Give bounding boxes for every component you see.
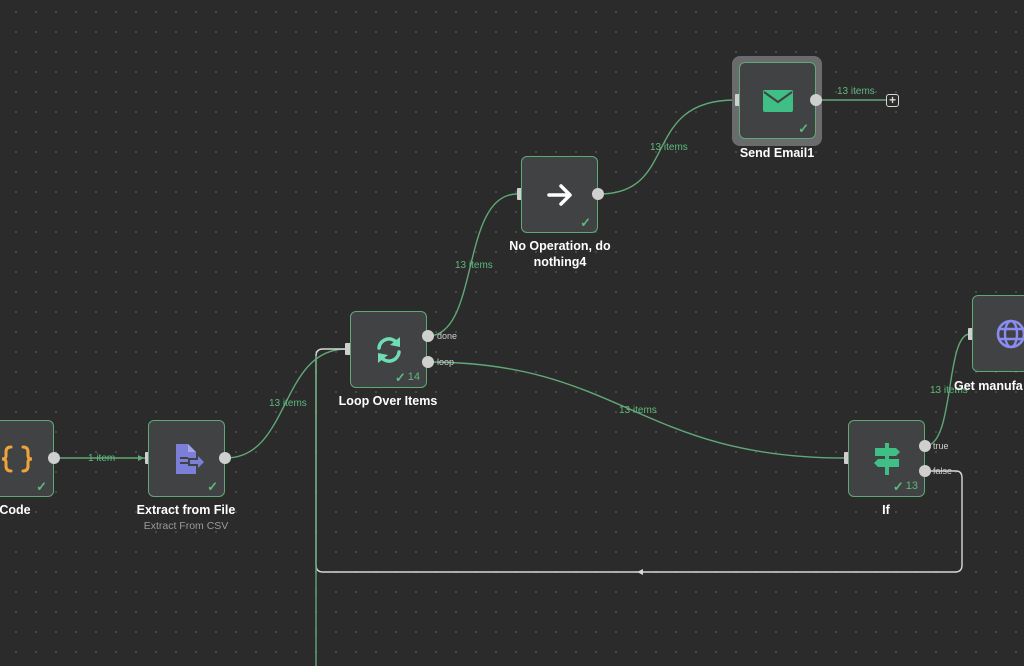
edge-arrowhead: [138, 455, 144, 461]
run-count-badge: ✓13: [892, 479, 918, 494]
success-check-icon: ✓: [798, 121, 809, 136]
edge-label: 13 items: [837, 86, 875, 97]
plus-icon[interactable]: +: [886, 94, 899, 107]
node-extract-title: Extract from File: [136, 503, 236, 517]
output-port[interactable]: [219, 452, 231, 464]
title-line: nothing4: [533, 255, 587, 269]
node-get-manufacturer[interactable]: ✓: [972, 295, 1024, 372]
success-check-icon: ✓: [36, 479, 47, 494]
node-code-title: Code: [0, 503, 31, 517]
output-port-true[interactable]: [919, 440, 931, 452]
node-loop-title: Loop Over Items: [338, 394, 438, 408]
run-count-badge: ✓14: [394, 370, 420, 385]
edge-if-http[interactable]: [924, 333, 971, 447]
edge-loop-noop[interactable]: [427, 193, 518, 337]
port-label-loop: loop: [437, 357, 455, 367]
edge-label: 13 items: [455, 260, 493, 271]
edge-loop-if[interactable]: [427, 361, 846, 459]
edge-noop-email[interactable]: [598, 99, 736, 195]
title-line: No Operation, do: [509, 239, 611, 253]
node-email-title: Send Email1: [739, 146, 815, 160]
input-port[interactable]: [968, 328, 974, 340]
node-send-email[interactable]: ✓: [739, 62, 816, 139]
port-label-true: true: [933, 441, 949, 451]
input-port[interactable]: [517, 188, 523, 200]
edge-label: 13 items: [619, 405, 657, 416]
port-label-done: done: [437, 331, 458, 341]
port-label-false: false: [933, 466, 953, 476]
node-http-title: Get manufa: [954, 379, 1023, 393]
node-if[interactable]: ✓13: [848, 420, 925, 497]
file-export-icon: [175, 443, 204, 474]
refresh-loop-icon: [376, 336, 401, 363]
success-check-icon: ✓: [892, 479, 904, 494]
output-port-loop[interactable]: [422, 356, 434, 368]
input-port[interactable]: [345, 343, 351, 355]
signpost-icon: [873, 442, 900, 475]
code-braces-icon: [1, 445, 33, 472]
output-port-false[interactable]: [919, 465, 931, 477]
input-port[interactable]: [735, 94, 741, 106]
edge-label: 1 item: [88, 453, 116, 464]
output-port[interactable]: [592, 188, 604, 200]
success-check-icon: ✓: [580, 215, 591, 230]
edge-label: 13 items: [650, 142, 688, 153]
success-check-icon: ✓: [207, 479, 218, 494]
node-extract-subtitle: Extract From CSV: [143, 520, 229, 532]
node-extract-from-file[interactable]: ✓: [148, 420, 225, 497]
node-if-title: If: [882, 503, 890, 517]
envelope-icon: [762, 89, 793, 112]
globe-icon: [996, 319, 1024, 348]
output-port[interactable]: [48, 452, 60, 464]
node-noop-title: No Operation, do nothing4: [480, 238, 640, 270]
edge-extract-loop[interactable]: [225, 348, 347, 459]
success-check-icon: ✓: [394, 370, 406, 385]
arrow-right-icon: [546, 183, 572, 206]
edge-arrowhead: [637, 569, 643, 575]
input-port[interactable]: [844, 452, 850, 464]
output-port[interactable]: [810, 94, 822, 106]
edge-label: 13 items: [930, 385, 968, 396]
node-loop-over-items[interactable]: ✓14: [350, 311, 427, 388]
node-code[interactable]: ✓: [0, 420, 54, 497]
output-port-done[interactable]: [422, 330, 434, 342]
edge-label: 13 items: [269, 398, 307, 409]
node-no-operation[interactable]: ✓: [521, 156, 598, 233]
